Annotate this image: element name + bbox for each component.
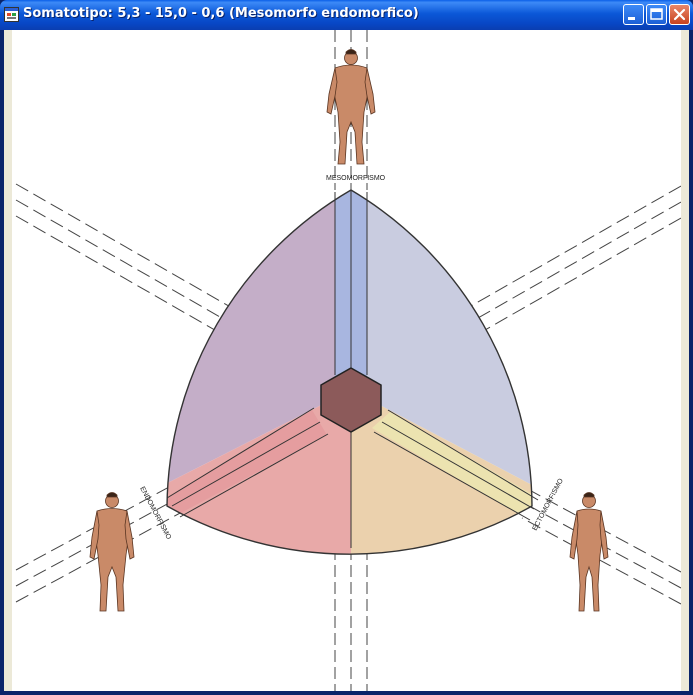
mesomorph-zone <box>351 190 532 506</box>
ectomorph-band <box>372 412 532 522</box>
minimize-icon <box>628 17 635 20</box>
somatochart-outline <box>166 189 533 555</box>
somatochart-canvas: MESOMORFISMO ENDOMORFISMO ECTOMORFISMO <box>12 30 681 691</box>
close-button[interactable] <box>669 4 690 25</box>
maximize-button[interactable] <box>646 4 667 25</box>
ectomorph-figure-icon <box>569 492 609 612</box>
client-area: MESOMORFISMO ENDOMORFISMO ECTOMORFISMO <box>4 30 689 691</box>
somatochart: MESOMORFISMO ENDOMORFISMO ECTOMORFISMO <box>15 30 681 691</box>
window-title: Somatotipo: 5,3 - 15,0 - 0,6 (Mesomorfo … <box>23 6 419 21</box>
band-borders <box>166 190 539 548</box>
title-bar[interactable]: Somatotipo: 5,3 - 15,0 - 0,6 (Mesomorfo … <box>0 0 693 30</box>
endomorph-dashed-guides <box>15 183 303 603</box>
minimize-button[interactable] <box>623 4 644 25</box>
endomorph-figure-icon <box>89 492 135 612</box>
mesomorph-figure-icon <box>326 49 376 165</box>
close-icon <box>673 8 686 21</box>
mesomorph-axis-label: MESOMORFISMO <box>326 175 386 182</box>
somatotype-center-marker <box>320 367 382 433</box>
maximize-icon <box>650 8 663 20</box>
app-icon <box>4 7 19 22</box>
ectomorph-axis-label: ECTOMORFISMO <box>532 477 566 532</box>
